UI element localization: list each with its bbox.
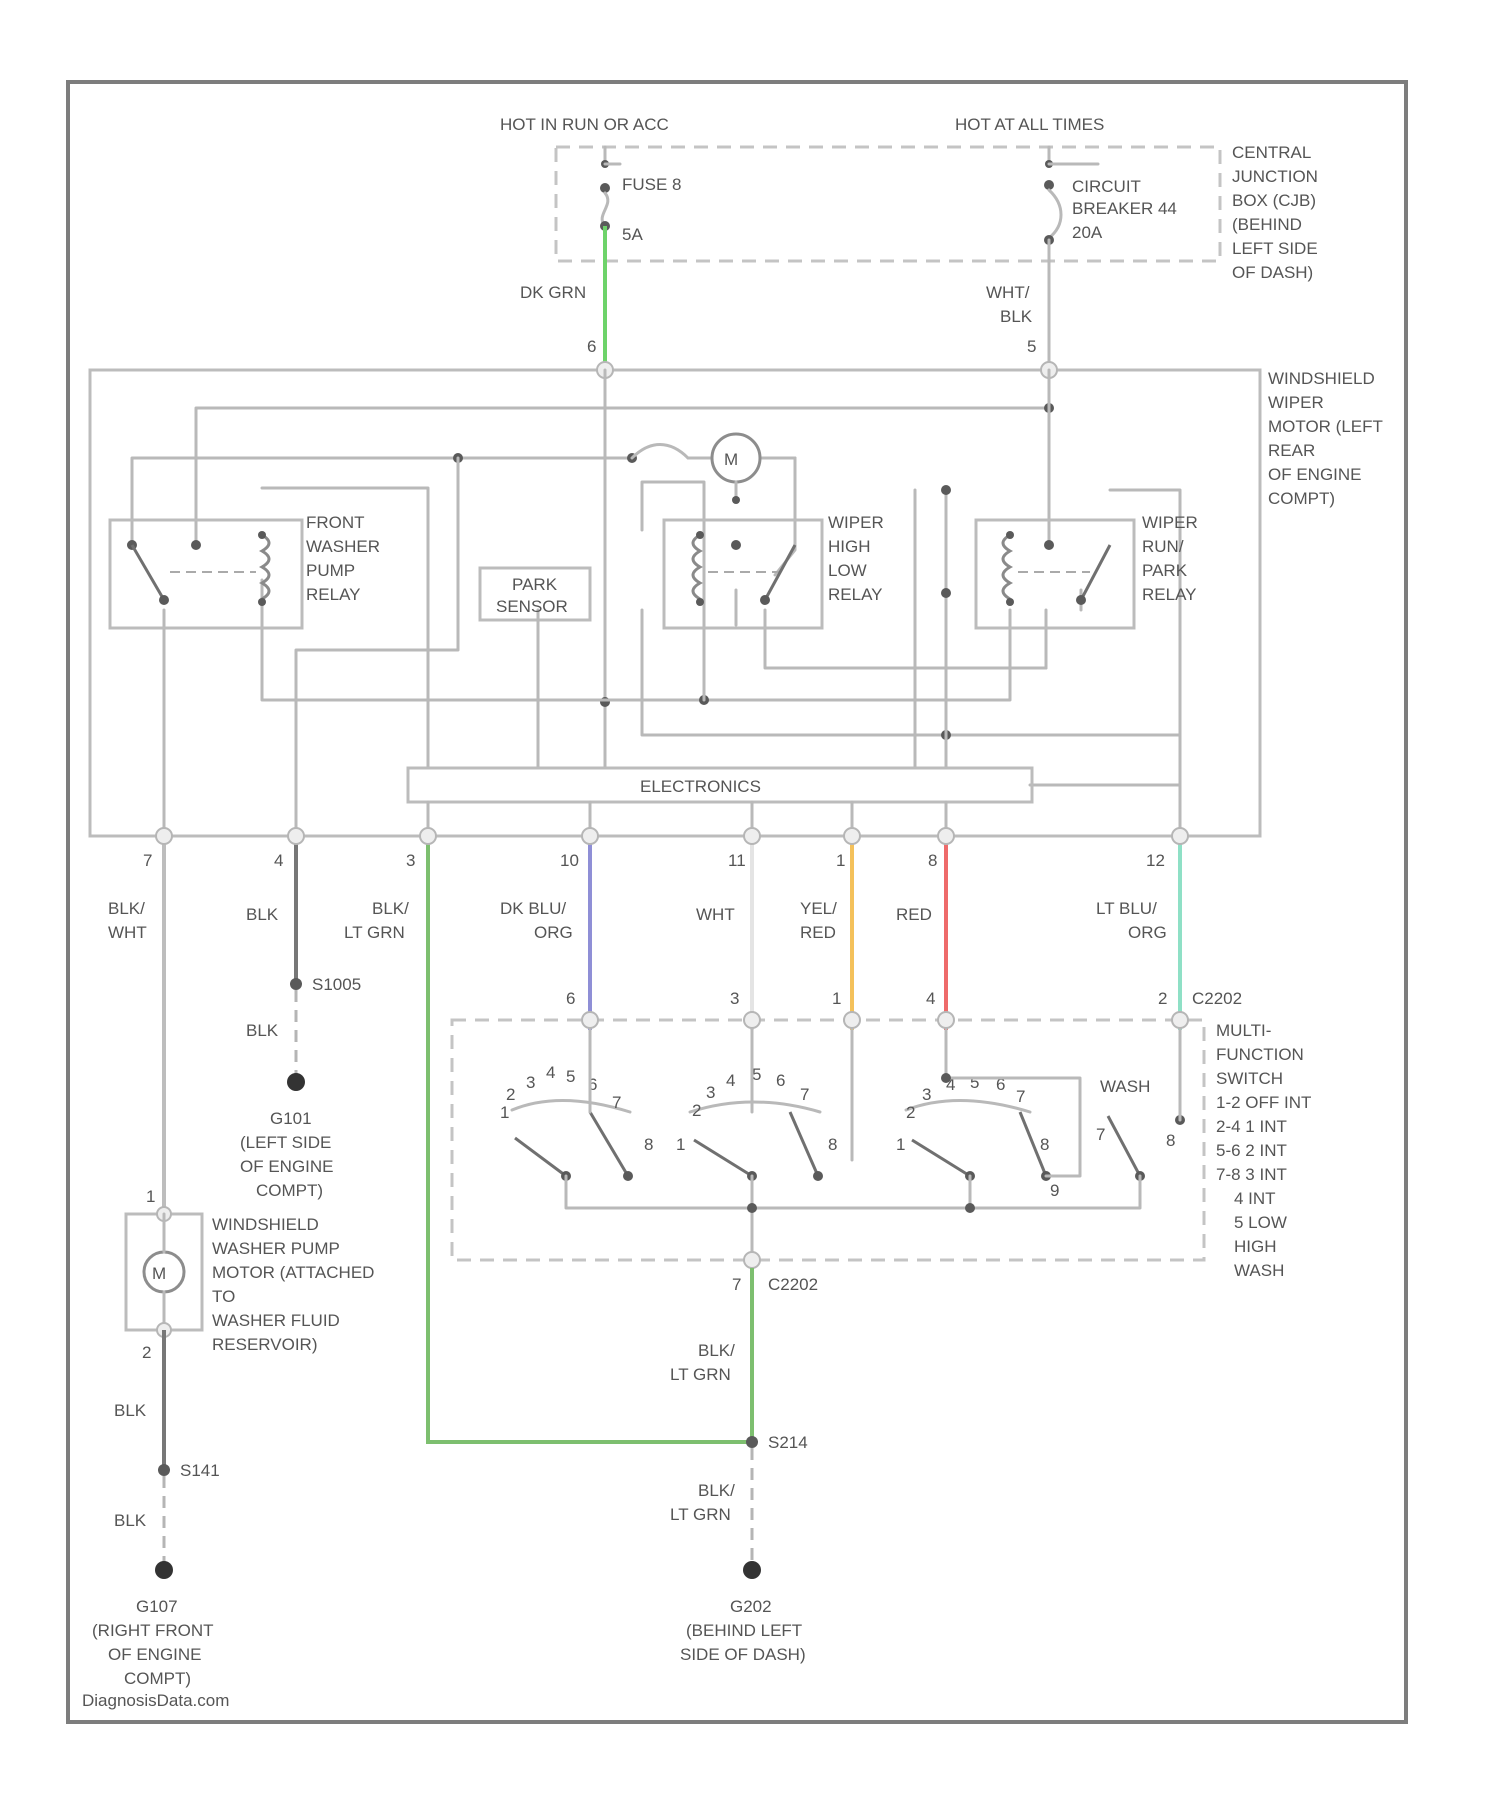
c2202-top-label: C2202	[1192, 989, 1242, 1008]
c2202-bottom-label: C2202	[768, 1275, 818, 1294]
svg-text:2: 2	[142, 1343, 151, 1362]
svg-text:3: 3	[706, 1083, 715, 1102]
pump-motor-symbol: M	[152, 1264, 166, 1283]
svg-text:7: 7	[143, 851, 152, 870]
wiper-motor: M	[712, 434, 760, 504]
svg-text:BLK/LT GRN: BLK/LT GRN	[670, 1481, 735, 1524]
svg-text:4: 4	[726, 1071, 735, 1090]
svg-text:8: 8	[1166, 1131, 1175, 1150]
ground-g101	[287, 1073, 305, 1091]
ground-g107	[155, 1561, 173, 1579]
breaker-label: CIRCUIT BREAKER 44 20A	[1072, 177, 1182, 242]
svg-text:4: 4	[546, 1063, 555, 1082]
svg-text:1: 1	[676, 1135, 685, 1154]
svg-text:1: 1	[500, 1103, 509, 1122]
svg-text:4: 4	[274, 851, 283, 870]
svg-text:3: 3	[922, 1085, 931, 1104]
fuse-8: FUSE 8 5A	[600, 147, 682, 244]
svg-text:7: 7	[732, 1275, 741, 1294]
fuse-rating: 5A	[622, 225, 643, 244]
svg-text:1: 1	[836, 851, 845, 870]
svg-text:BLK: BLK	[246, 905, 279, 924]
fuse-name: FUSE 8	[622, 175, 682, 194]
svg-text:8: 8	[1040, 1135, 1049, 1154]
svg-text:DK BLU/ORG: DK BLU/ORG	[500, 899, 573, 942]
svg-text:2: 2	[692, 1101, 701, 1120]
ground-g202	[743, 1561, 761, 1579]
svg-text:LT BLU/ORG: LT BLU/ORG	[1096, 899, 1167, 942]
svg-text:RED: RED	[896, 905, 932, 924]
svg-text:7: 7	[800, 1085, 809, 1104]
svg-text:BLK/LT GRN: BLK/LT GRN	[344, 899, 409, 942]
svg-text:6: 6	[566, 989, 575, 1008]
svg-text:3: 3	[526, 1073, 535, 1092]
svg-text:7: 7	[1096, 1125, 1105, 1144]
s141-label: S141	[180, 1461, 220, 1480]
svg-text:8: 8	[644, 1135, 653, 1154]
s214-label: S214	[768, 1433, 808, 1452]
watermark: DiagnosisData.com	[82, 1691, 229, 1710]
svg-text:1: 1	[896, 1135, 905, 1154]
svg-text:BLK/WHT: BLK/WHT	[108, 899, 147, 942]
svg-text:7: 7	[612, 1093, 621, 1112]
wiper-motor-symbol: M	[724, 450, 738, 469]
electronics-label: ELECTRONICS	[640, 777, 761, 796]
svg-text:5: 5	[970, 1073, 979, 1092]
motor-module-label: WINDSHIELD WIPER MOTOR (LEFT REAR OF ENG…	[1268, 369, 1387, 508]
svg-text:WHT: WHT	[696, 905, 735, 924]
svg-text:BLK: BLK	[246, 1021, 279, 1040]
svg-text:BLK: BLK	[114, 1511, 147, 1530]
svg-text:BLK: BLK	[114, 1401, 147, 1420]
wire-dk-grn-label: DK GRN	[520, 283, 586, 302]
svg-text:6: 6	[776, 1071, 785, 1090]
svg-text:10: 10	[560, 851, 579, 870]
svg-text:5: 5	[566, 1067, 575, 1086]
svg-text:YEL/RED: YEL/RED	[800, 899, 837, 942]
source-at-all-times-label: HOT AT ALL TIMES	[955, 115, 1104, 134]
diagram-frame	[68, 82, 1406, 1722]
wash-label: WASH	[1100, 1077, 1150, 1096]
switch-ground-branch: 7 C2202 BLK/LT GRN S214 BLK/LT GRN G202(…	[670, 1252, 818, 1664]
wire-wht-blk-pin: 5	[1027, 337, 1036, 356]
svg-text:1: 1	[832, 989, 841, 1008]
cjb-label: CENTRAL JUNCTION BOX (CJB) (BEHIND LEFT …	[1232, 143, 1323, 282]
wire-wht-blk-label: WHT/BLK	[986, 283, 1033, 326]
svg-text:2: 2	[1158, 989, 1167, 1008]
svg-text:WIPERHIGHLOWRELAY: WIPERHIGHLOWRELAY	[828, 513, 884, 604]
switch-pins: 6 3 1 4 2 C2202	[566, 989, 1242, 1028]
source-run-acc-label: HOT IN RUN OR ACC	[500, 115, 669, 134]
s1005-label: S1005	[312, 975, 361, 994]
svg-text:3: 3	[406, 851, 415, 870]
svg-text:8: 8	[928, 851, 937, 870]
svg-text:2: 2	[906, 1103, 915, 1122]
wiper-high-low-relay: WIPERHIGHLOWRELAY	[664, 513, 884, 628]
wire-dk-grn-pin: 6	[587, 337, 596, 356]
svg-text:7: 7	[1016, 1087, 1025, 1106]
svg-text:12: 12	[1146, 851, 1165, 870]
svg-text:G107(RIGHT FRONTOF ENGINECOMPT: G107(RIGHT FRONTOF ENGINECOMPT)	[92, 1597, 214, 1688]
svg-text:BLK/LT GRN: BLK/LT GRN	[670, 1341, 735, 1384]
svg-text:1: 1	[146, 1187, 155, 1206]
module-internal-wiring	[132, 370, 1180, 836]
svg-text:3: 3	[730, 989, 739, 1008]
multifunction-label: MULTI- FUNCTION SWITCH 1-2 OFF INT 2-4 1…	[1216, 1021, 1316, 1280]
svg-text:4: 4	[926, 989, 935, 1008]
svg-text:8: 8	[828, 1135, 837, 1154]
svg-text:9: 9	[1050, 1181, 1059, 1200]
svg-text:11: 11	[728, 851, 746, 870]
svg-text:2: 2	[506, 1085, 515, 1104]
circuit-breaker-44: CIRCUIT BREAKER 44 20A	[1044, 147, 1182, 245]
